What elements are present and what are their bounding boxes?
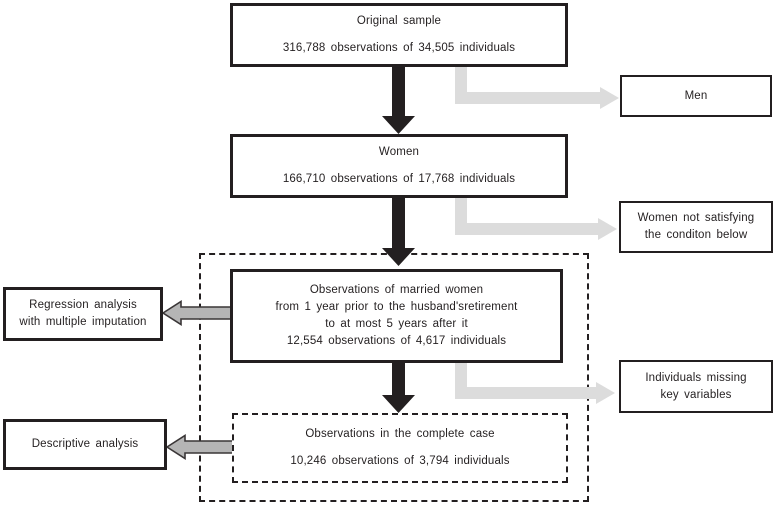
box-excluded-individuals-missing: Individuals missing key variables bbox=[619, 360, 773, 413]
box-regression-analysis: Regression analysis with multiple imputa… bbox=[3, 287, 163, 341]
box-married-women-line: from 1 year prior to the husband'sretire… bbox=[275, 301, 518, 313]
box-excluded-individuals-line: Individuals missing bbox=[645, 371, 747, 384]
box-descriptive-analysis: Descriptive analysis bbox=[3, 419, 167, 470]
box-regression-analysis-line: with multiple imputation bbox=[19, 316, 147, 328]
box-excluded-women-line: the conditon below bbox=[644, 229, 748, 241]
down-arrow-women-to-married-icon bbox=[382, 198, 415, 266]
box-excluded-individuals-line: key variables bbox=[660, 388, 732, 401]
box-regression-analysis-line: Regression analysis bbox=[29, 299, 137, 311]
branch-connector-women-not-satisfying-icon bbox=[455, 198, 617, 240]
box-married-women-line: 12,554 observations of 4,617 individuals bbox=[286, 335, 507, 347]
box-excluded-men-label: Men bbox=[684, 89, 708, 102]
box-married-women-line: to at most 5 years after it bbox=[325, 318, 468, 330]
branch-connector-men-icon bbox=[455, 67, 619, 109]
box-complete-case-counts: 10,246 observations of 3,794 individuals bbox=[290, 455, 510, 467]
arrow-to-regression-analysis-icon bbox=[161, 300, 232, 326]
box-complete-case-title: Observations in the complete case bbox=[305, 428, 495, 440]
arrow-to-descriptive-analysis-icon bbox=[165, 434, 237, 460]
box-excluded-women-not-satisfying: Women not satisfying the conditon below bbox=[619, 201, 773, 253]
box-married-women-line: Observations of married women bbox=[309, 284, 484, 296]
box-complete-case: Observations in the complete case 10,246… bbox=[232, 413, 568, 483]
box-married-women-window: Observations of married women from 1 yea… bbox=[230, 269, 563, 363]
branch-connector-individuals-missing-icon bbox=[455, 363, 615, 404]
box-original-sample-counts: 316,788 observations of 34,505 individua… bbox=[282, 42, 516, 54]
box-original-sample: Original sample 316,788 observations of … bbox=[230, 3, 568, 67]
box-excluded-men: Men bbox=[620, 75, 772, 117]
box-women-counts: 166,710 observations of 17,768 individua… bbox=[282, 173, 516, 185]
box-women: Women 166,710 observations of 17,768 ind… bbox=[230, 134, 568, 198]
box-women-title: Women bbox=[378, 146, 420, 158]
down-arrow-married-to-complete-icon bbox=[382, 363, 415, 413]
box-descriptive-analysis-label: Descriptive analysis bbox=[31, 438, 139, 450]
box-original-sample-title: Original sample bbox=[356, 15, 442, 27]
down-arrow-original-to-women-icon bbox=[382, 67, 415, 134]
box-excluded-women-line: Women not satisfying bbox=[637, 212, 755, 224]
